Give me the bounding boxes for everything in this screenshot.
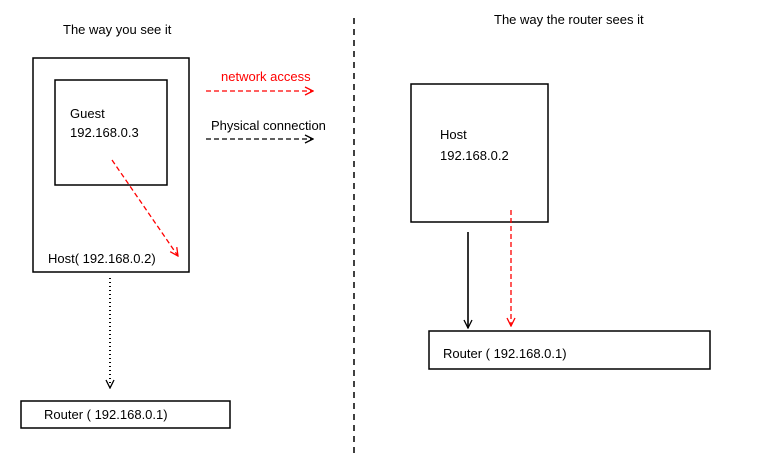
- host-label: Host( 192.168.0.2): [48, 251, 156, 266]
- right-panel-title: The way the router sees it: [494, 12, 644, 27]
- right-router-box: [428, 330, 711, 370]
- legend-physical-connection-label: Physical connection: [211, 118, 326, 133]
- guest-ip: 192.168.0.3: [70, 125, 139, 140]
- right-router-label: Router ( 192.168.0.1): [443, 346, 567, 361]
- left-panel-title: The way you see it: [63, 22, 172, 37]
- right-host-box: [410, 83, 549, 223]
- guest-name: Guest: [70, 106, 105, 121]
- legend-network-access-label: network access: [221, 69, 311, 84]
- host-box: [32, 57, 190, 273]
- left-router-box: [20, 400, 231, 429]
- right-host-name: Host: [440, 127, 467, 142]
- left-router-label: Router ( 192.168.0.1): [44, 407, 168, 422]
- right-host-ip: 192.168.0.2: [440, 148, 509, 163]
- guest-to-host-network-arrow: [111, 159, 178, 256]
- guest-box: [54, 79, 168, 186]
